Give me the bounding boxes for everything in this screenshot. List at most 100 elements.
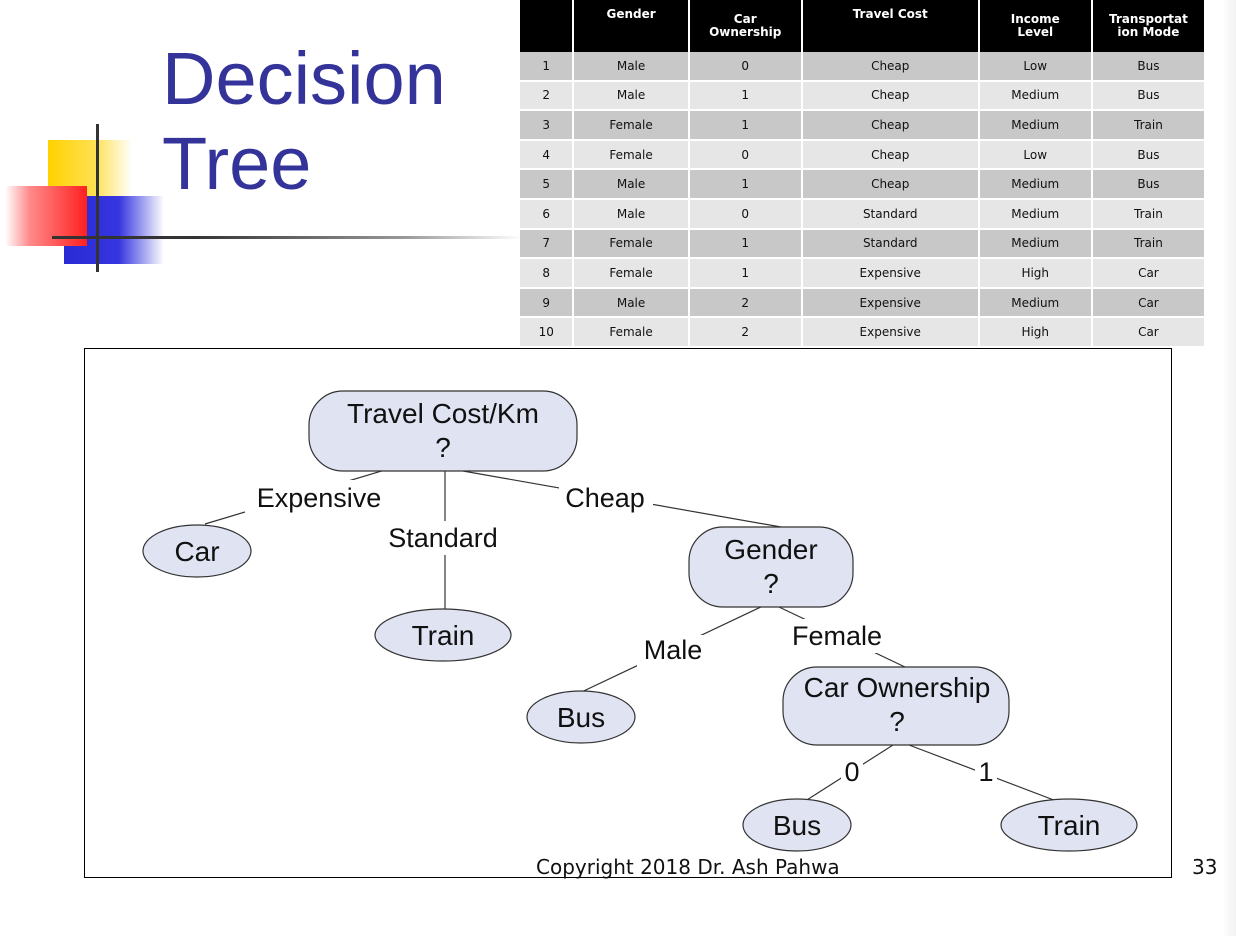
slide-title: Decision Tree: [162, 36, 446, 206]
node-car-label: Car: [174, 536, 219, 567]
node-train-one-label: Train: [1038, 810, 1101, 841]
table-cell-car-ownership: 0: [688, 139, 803, 171]
node-bus-male: Bus: [526, 690, 636, 744]
table-cell-income-level: Medium: [978, 110, 1093, 141]
table-cell-gender: Female: [573, 110, 690, 141]
table-header-gender: Gender: [573, 0, 690, 52]
node-bus-male-label: Bus: [557, 702, 605, 733]
table-cell-index: 3: [520, 110, 575, 141]
table-cell-income-level: High: [978, 258, 1093, 289]
table-cell-gender: Male: [573, 52, 690, 82]
table-cell-transportation-mode: Bus: [1091, 139, 1207, 171]
table-cell-car-ownership: 1: [688, 110, 803, 141]
node-train-standard-label: Train: [412, 620, 475, 651]
table-cell-income-level: Low: [978, 139, 1093, 171]
header-text: ion Mode: [1117, 25, 1180, 39]
edge-label-cheap: Cheap: [565, 483, 645, 513]
table-cell-gender: Male: [573, 169, 690, 200]
node-car-ownership-question: ?: [889, 706, 905, 737]
table-cell-car-ownership: 1: [688, 169, 803, 200]
table-cell-car-ownership: 2: [688, 317, 803, 348]
table-cell-transportation-mode: Bus: [1091, 80, 1207, 112]
table-cell-index: 7: [520, 228, 575, 260]
table-cell-income-level: Medium: [978, 169, 1093, 200]
node-train-standard: Train: [374, 608, 512, 662]
table-cell-income-level: Medium: [978, 198, 1093, 230]
node-bus-zero: Bus: [742, 798, 852, 852]
table-cell-index: 8: [520, 258, 575, 289]
edge-label-bg: [559, 483, 653, 513]
slide-title-line1: Decision: [162, 37, 446, 120]
node-travel-cost-question: ?: [435, 432, 451, 463]
table-cell-income-level: High: [978, 317, 1093, 348]
table-cell-travel-cost: Cheap: [801, 169, 980, 200]
table-cell-gender: Male: [573, 287, 690, 319]
table-header-travel-cost: Travel Cost: [801, 0, 980, 52]
node-car-ownership: Car Ownership ?: [782, 666, 1010, 746]
edge-label-standard: Standard: [388, 523, 498, 553]
table-cell-transportation-mode: Train: [1091, 198, 1207, 230]
table-cell-income-level: Medium: [978, 80, 1093, 112]
table-cell-gender: Male: [573, 80, 690, 112]
table-cell-index: 6: [520, 198, 575, 230]
node-travel-cost-label: Travel Cost/Km: [347, 398, 539, 429]
header-text: Level: [1017, 25, 1054, 39]
table-cell-transportation-mode: Bus: [1091, 169, 1207, 200]
header-text: Ownership: [709, 25, 782, 39]
table-cell-transportation-mode: Train: [1091, 110, 1207, 141]
table-cell-travel-cost: Cheap: [801, 80, 980, 112]
node-bus-zero-label: Bus: [773, 810, 821, 841]
table-cell-gender: Male: [573, 198, 690, 230]
table-cell-car-ownership: 0: [688, 52, 803, 82]
table-cell-car-ownership: 0: [688, 198, 803, 230]
table-cell-transportation-mode: Bus: [1091, 52, 1207, 82]
decision-tree-diagram: Expensive Standard Cheap Male Female 0 1…: [142, 390, 1138, 852]
table-cell-transportation-mode: Car: [1091, 287, 1207, 319]
table-cell-income-level: Medium: [978, 228, 1093, 260]
table-cell-income-level: Medium: [978, 287, 1093, 319]
edge-label-bg: [245, 480, 391, 514]
table-cell-transportation-mode: Car: [1091, 317, 1207, 348]
table-cell-income-level: Low: [978, 52, 1093, 82]
table-cell-index: 9: [520, 287, 575, 319]
table-cell-index: 2: [520, 80, 575, 112]
edge-label-male: Male: [644, 635, 703, 665]
edge-label-bg: [841, 757, 863, 787]
node-gender-question: ?: [763, 568, 779, 599]
edge-label-bg: [975, 759, 997, 789]
table-cell-car-ownership: 1: [688, 228, 803, 260]
table-cell-transportation-mode: Train: [1091, 228, 1207, 260]
table-cell-travel-cost: Cheap: [801, 139, 980, 171]
header-text: Car: [733, 12, 757, 26]
edge-label-bg: [785, 619, 891, 653]
table-header-index: [520, 0, 575, 52]
table-cell-index: 4: [520, 139, 575, 171]
table-cell-car-ownership: 1: [688, 258, 803, 289]
table-cell-index: 5: [520, 169, 575, 200]
header-text: Travel Cost: [852, 7, 928, 21]
table-cell-travel-cost: Standard: [801, 228, 980, 260]
page-number: 33: [1192, 855, 1218, 879]
edge-label-female: Female: [792, 621, 882, 651]
vertical-rule-decoration: [96, 124, 99, 272]
node-gender-label: Gender: [724, 534, 817, 565]
edge-label-one: 1: [978, 757, 993, 787]
edge-label-zero: 0: [844, 757, 859, 787]
node-travel-cost: Travel Cost/Km ?: [308, 390, 578, 472]
horizontal-rule-decoration: [52, 236, 522, 239]
right-edge-shade: [1222, 0, 1236, 936]
table-cell-index: 1: [520, 52, 575, 82]
